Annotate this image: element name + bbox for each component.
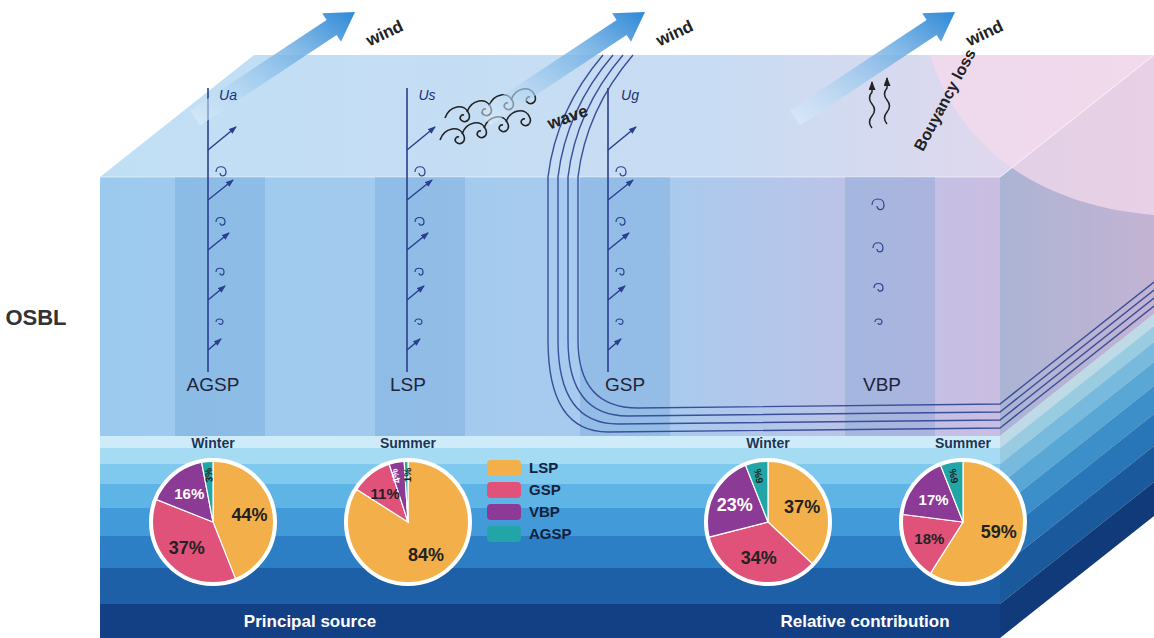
buoyancy-label: Bouyancy loss [911, 46, 980, 154]
legend-swatch [487, 526, 521, 542]
legend-row: AGSP [487, 526, 572, 543]
wind-arrow [480, 12, 645, 126]
illustration-part [548, 55, 1154, 432]
percent-label: 17% [919, 492, 949, 507]
process-name: AGSP [187, 375, 240, 396]
percent-label: 3% [203, 467, 214, 482]
pie-group [706, 460, 830, 584]
panel-caption: Relative contribution [780, 613, 949, 632]
layer-name: OSBL [5, 306, 66, 330]
velocity-profile [407, 88, 435, 372]
pie-chart: Winter37%34%23%6% [706, 460, 830, 584]
percent-label: 37% [169, 539, 205, 557]
illustration-part [558, 55, 1154, 424]
illustration-part [100, 436, 1000, 448]
percent-label: 23% [717, 496, 753, 514]
velocity-profile [208, 88, 236, 372]
pie-outline [151, 460, 275, 584]
illustration-part [578, 55, 1154, 408]
block-edge [1000, 55, 1154, 177]
wind-label: wind [364, 17, 407, 50]
percent-label: 16% [174, 486, 204, 501]
illustration-part [874, 284, 883, 292]
pie-slice [346, 460, 470, 584]
pie-group [346, 460, 470, 584]
panel-caption: Principal source [244, 613, 376, 632]
percent-label: 11% [371, 485, 400, 500]
illustration-part [568, 55, 1154, 416]
illustration-part [885, 78, 890, 124]
season-label: Summer [380, 436, 436, 451]
legend-label: AGSP [529, 526, 572, 543]
velocity-symbol: Ua [219, 88, 237, 103]
illustration-part [375, 177, 465, 436]
illustration-part [462, 123, 486, 138]
pie-chart: Summer59%18%17%6% [901, 460, 1025, 584]
illustration-part [870, 82, 875, 128]
process-name: VBP [863, 375, 901, 396]
legend-row: LSP [487, 460, 558, 477]
pie-group [151, 460, 275, 584]
legend-label: GSP [529, 482, 561, 499]
velocity-symbol: Us [418, 88, 435, 103]
pie-slice [901, 514, 963, 574]
pie-slices [901, 460, 1025, 584]
pie-group [901, 460, 1025, 584]
legend-swatch [487, 460, 521, 476]
percent-label: 1% [403, 468, 413, 482]
illustration-part [445, 107, 469, 122]
illustration-part [506, 111, 530, 126]
wind-label: wind [654, 17, 697, 50]
pie-outline [346, 460, 470, 584]
process-name: GSP [605, 375, 645, 396]
illustration-part [872, 199, 884, 210]
legend-label: LSP [529, 460, 558, 477]
illustration-part [875, 319, 882, 324]
ocean-layers-front [100, 436, 1000, 638]
pie-chart: Summer84%11%4%1% [346, 460, 470, 584]
season-label: Summer [935, 436, 991, 451]
illustration-part [440, 129, 464, 144]
percent-label: 59% [981, 523, 1017, 541]
legend-label: VBP [529, 504, 560, 521]
season-label: Winter [191, 436, 234, 451]
velocity-profile [608, 88, 636, 372]
pie-chart: Winter44%37%16%3% [151, 460, 275, 584]
illustration-part [175, 177, 265, 436]
wave-label: wave [545, 102, 590, 134]
illustration-part [845, 177, 935, 436]
season-label: Winter [746, 436, 789, 451]
velocity-symbol: Ug [621, 88, 639, 103]
illustration-part [100, 604, 1000, 638]
legend-swatch [487, 504, 521, 520]
illustration-part [873, 243, 883, 252]
legend-row: VBP [487, 504, 560, 521]
process-columns [175, 177, 935, 436]
pie-outline [706, 460, 830, 584]
wind-label: wind [964, 17, 1007, 50]
legend-swatch [487, 482, 521, 498]
illustration-part [580, 177, 670, 436]
percent-label: 84% [408, 546, 444, 564]
process-name: LSP [390, 375, 426, 396]
pie-slice [706, 464, 768, 537]
percent-label: 37% [784, 498, 820, 516]
wind-arrow [190, 12, 355, 126]
osbl-front-face [100, 177, 1000, 436]
pie-outline [901, 460, 1025, 584]
convective-eddies [872, 199, 884, 324]
front-isopycnal-lines [548, 55, 1154, 432]
legend-row: GSP [487, 482, 561, 499]
percent-label: 34% [741, 549, 777, 567]
percent-label: 18% [914, 530, 944, 545]
percent-label: 44% [232, 506, 268, 524]
buoyancy-arrows [870, 78, 890, 128]
